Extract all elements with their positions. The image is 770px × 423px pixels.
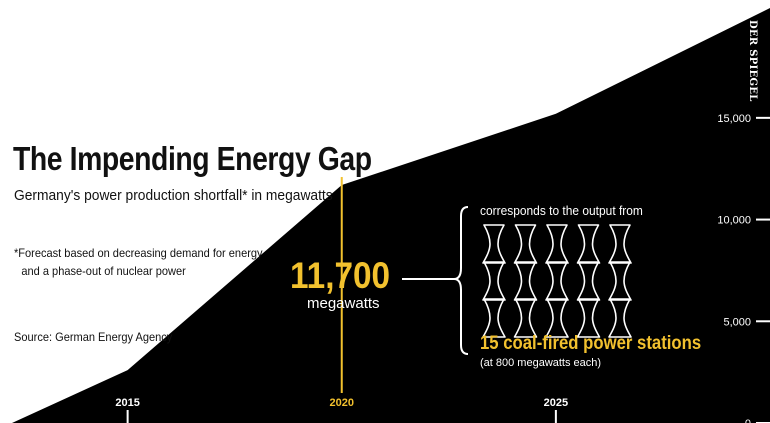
x-tick-label-2015: 2015: [115, 397, 139, 409]
source-label: Source: German Energy Agency: [14, 330, 173, 344]
cooling-tower-icon: [482, 298, 506, 338]
stations-label: 15 coal-fired power stations: [480, 333, 702, 354]
cooling-tower-icon: [482, 261, 506, 301]
x-tick-label-2025: 2025: [544, 397, 568, 409]
brand-logo: DER SPIEGEL: [747, 20, 758, 102]
y-tick-label-0: 0: [745, 418, 751, 423]
cooling-tower-icon: [608, 298, 632, 338]
cooling-tower-icon: [576, 261, 601, 301]
x-tick-label-2020: 2020: [330, 397, 354, 409]
cooling-tower-icon: [608, 261, 632, 301]
cooling-tower-icon: [576, 298, 601, 338]
gap-value: 11,700: [290, 255, 391, 296]
cooling-tower-icon: [608, 224, 632, 264]
cooling-tower-icon: [576, 224, 601, 264]
cooling-tower-icon: [545, 224, 569, 264]
footnote: *Forecast based on decreasing demand for…: [14, 244, 263, 280]
y-tick-label-10,000: 10,000: [717, 215, 751, 227]
y-tick-label-15,000: 15,000: [717, 113, 751, 125]
cooling-tower-icon: [513, 224, 538, 264]
chart-subtitle: Germany's power production shortfall* in…: [14, 187, 333, 204]
footnote-line-2: and a phase-out of nuclear power: [21, 264, 186, 278]
stations-each-label: (at 800 megawatts each): [480, 357, 602, 369]
cooling-tower-icon: [513, 298, 538, 338]
brace: [453, 206, 469, 355]
shortfall-area: [12, 8, 770, 423]
chart-title: The Impending Energy Gap: [13, 140, 372, 177]
gap-unit: megawatts: [307, 295, 380, 312]
cooling-tower-icon: [545, 298, 569, 338]
cooling-tower-icon: [513, 261, 538, 301]
cooling-tower-icon: [545, 261, 569, 301]
footnote-line-1: *Forecast based on decreasing demand for…: [14, 246, 263, 260]
corresponds-label: corresponds to the output from: [480, 203, 643, 218]
cooling-tower-icon: [482, 224, 506, 264]
y-tick-label-5,000: 5,000: [723, 316, 751, 328]
